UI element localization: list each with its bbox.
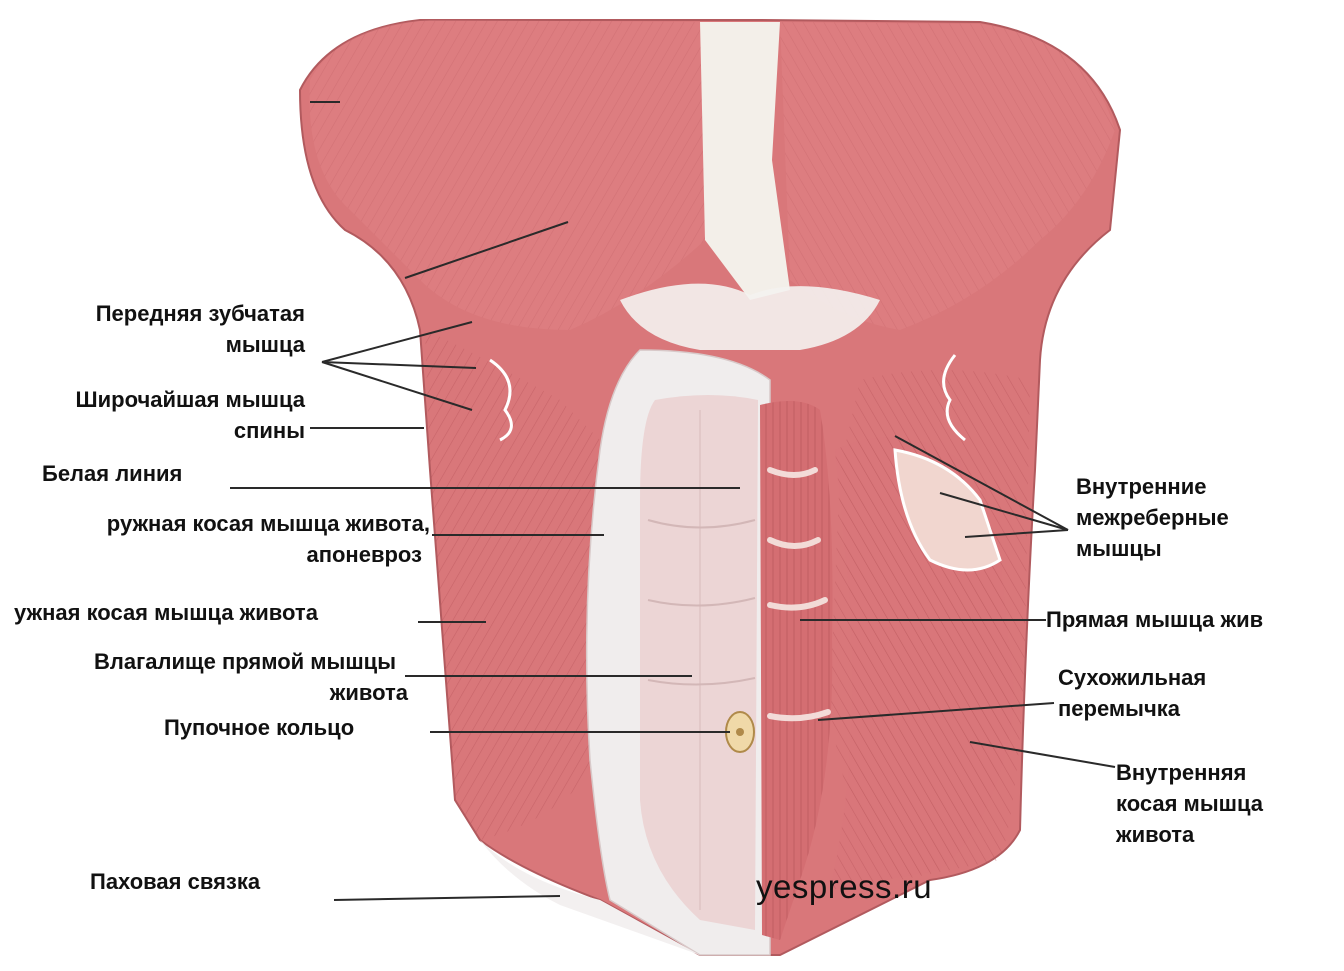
label-tendinous-intersection-line2: перемычка: [1058, 693, 1206, 724]
label-ext-oblique-apo-line2: апоневроз: [0, 539, 430, 570]
label-umbilical-ring: Пупочное кольцо: [164, 712, 354, 743]
label-latissimus-dorsi: Широчайшая мышца спины: [10, 384, 305, 446]
label-rectus-sheath-line2: живота: [10, 677, 408, 708]
label-serratus-anterior: Передняя зубчатая мышца: [20, 298, 305, 360]
watermark: yespress.ru: [756, 868, 932, 906]
label-latissimus-dorsi-line2: спины: [10, 415, 305, 446]
label-internal-intercostals: Внутренние межреберные мышцы: [1076, 471, 1229, 564]
label-external-oblique: ужная косая мышца живота: [14, 597, 318, 628]
label-inguinal-ligament: Паховая связка: [90, 866, 260, 897]
label-rectus-abdominis: Прямая мышца жив: [1046, 604, 1263, 635]
label-rectus-sheath-line1: Влагалище прямой мышцы: [10, 646, 408, 677]
label-internal-oblique: Внутренняя косая мышца живота: [1116, 757, 1263, 850]
label-latissimus-dorsi-line1: Широчайшая мышца: [10, 384, 305, 415]
label-internal-oblique-line3: живота: [1116, 819, 1263, 850]
label-ext-oblique-apo-line1: ружная косая мышца живота,: [0, 508, 430, 539]
label-internal-intercostals-line2: межреберные: [1076, 502, 1229, 533]
label-internal-intercostals-line3: мышцы: [1076, 533, 1229, 564]
label-tendinous-intersection-line1: Сухожильная: [1058, 662, 1206, 693]
label-serratus-anterior-line1: Передняя зубчатая: [20, 298, 305, 329]
label-internal-oblique-line2: косая мышца: [1116, 788, 1263, 819]
label-linea-alba: Белая линия: [42, 458, 182, 489]
label-external-oblique-aponeurosis: ружная косая мышца живота, апоневроз: [0, 508, 430, 570]
label-internal-intercostals-line1: Внутренние: [1076, 471, 1229, 502]
label-tendinous-intersection: Сухожильная перемычка: [1058, 662, 1206, 724]
label-rectus-sheath: Влагалище прямой мышцы живота: [10, 646, 408, 708]
label-internal-oblique-line1: Внутренняя: [1116, 757, 1263, 788]
label-serratus-anterior-line2: мышца: [20, 329, 305, 360]
